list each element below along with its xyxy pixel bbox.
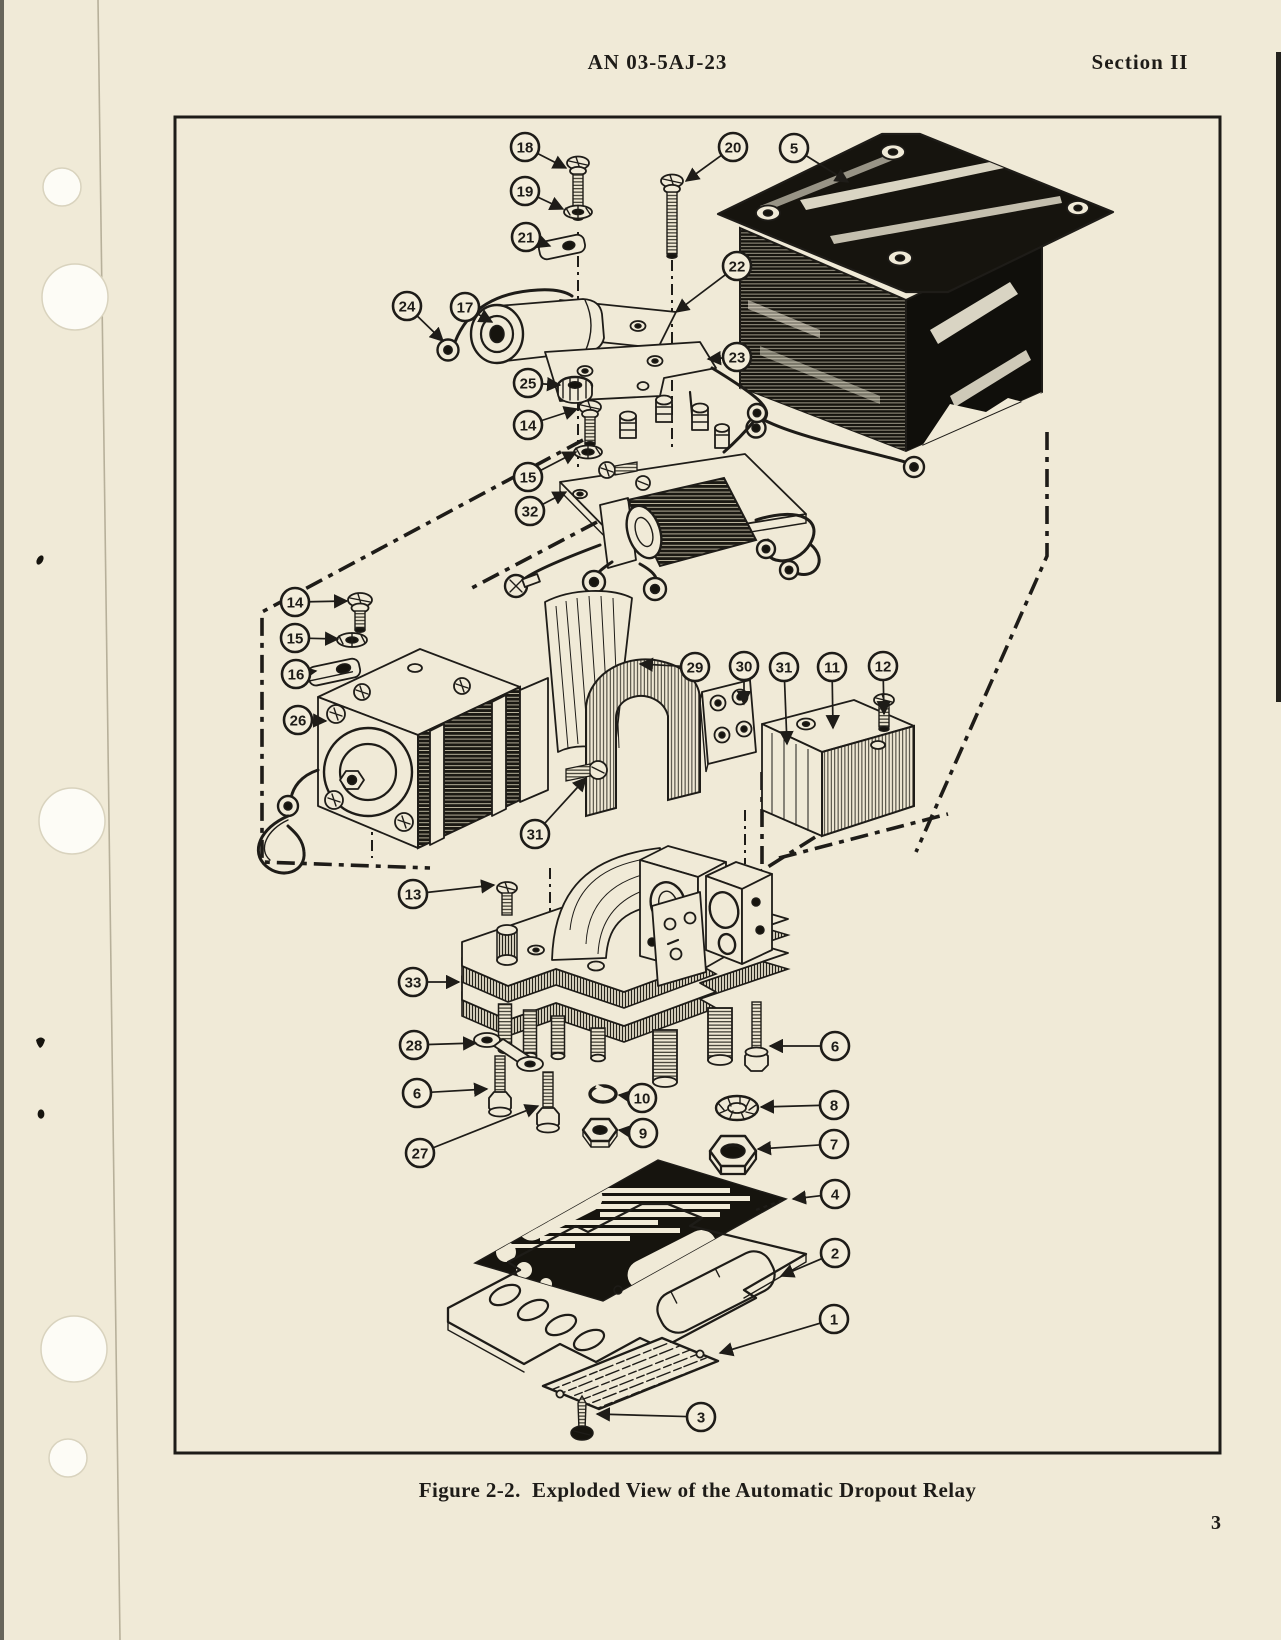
callout-24: 24 xyxy=(391,290,445,343)
bracket-art xyxy=(761,693,915,838)
svg-text:8: 8 xyxy=(830,1098,838,1115)
callout-5: 5 xyxy=(778,132,850,183)
svg-text:1: 1 xyxy=(830,1312,838,1329)
svg-text:5: 5 xyxy=(790,141,798,158)
ink-specks xyxy=(36,555,45,1119)
svg-text:4: 4 xyxy=(831,1187,840,1204)
callout-23: 23 xyxy=(706,341,753,373)
svg-text:3: 3 xyxy=(697,1410,705,1427)
transformer-cover-art xyxy=(716,132,1115,470)
section-title: Section II xyxy=(1091,50,1189,74)
callout-10: 10 xyxy=(617,1082,658,1114)
svg-text:25: 25 xyxy=(520,376,537,393)
callout-31: 31 xyxy=(519,776,587,850)
doc-number: AN 03-5AJ-23 xyxy=(587,50,728,74)
nameplate-art xyxy=(541,1336,720,1441)
relay-base-art xyxy=(461,845,791,1088)
svg-text:12: 12 xyxy=(875,659,892,676)
svg-text:14: 14 xyxy=(520,418,537,435)
callout-9: 9 xyxy=(617,1117,659,1149)
callout-30: 30 xyxy=(728,650,760,706)
callout-3: 3 xyxy=(595,1401,717,1433)
svg-text:30: 30 xyxy=(736,659,753,676)
callout-25: 25 xyxy=(512,367,562,399)
page-number: 3 xyxy=(1211,1512,1221,1534)
svg-text:29: 29 xyxy=(687,660,704,677)
callout-2: 2 xyxy=(779,1237,851,1278)
callout-18: 18 xyxy=(509,131,568,169)
callout-14: 14 xyxy=(512,406,579,441)
top-screws-art xyxy=(538,155,684,261)
callout-11: 11 xyxy=(816,651,848,730)
svg-text:18: 18 xyxy=(517,140,534,157)
svg-text:6: 6 xyxy=(831,1039,839,1056)
svg-text:23: 23 xyxy=(729,350,746,367)
motor-unit-art xyxy=(256,648,549,875)
svg-text:7: 7 xyxy=(830,1137,838,1154)
callout-14: 14 xyxy=(279,586,349,618)
callout-21: 21 xyxy=(510,221,552,253)
callout-22: 22 xyxy=(674,250,753,313)
figure-frame xyxy=(173,115,1222,1455)
svg-text:10: 10 xyxy=(634,1091,651,1108)
figure-caption: Figure 2-2. Exploded View of the Automat… xyxy=(418,1478,977,1502)
callout-13: 13 xyxy=(397,878,496,910)
svg-text:28: 28 xyxy=(406,1038,423,1055)
callout-15: 15 xyxy=(512,451,578,493)
left-hardware-art xyxy=(307,592,373,687)
svg-text:31: 31 xyxy=(527,827,544,844)
svg-text:15: 15 xyxy=(520,470,537,487)
coil-insulator-art xyxy=(544,590,701,818)
svg-text:26: 26 xyxy=(290,713,307,730)
svg-text:33: 33 xyxy=(405,975,422,992)
callout-6: 6 xyxy=(768,1030,851,1062)
svg-text:11: 11 xyxy=(824,660,840,677)
svg-text:2: 2 xyxy=(831,1246,839,1263)
callout-8: 8 xyxy=(759,1089,850,1121)
callout-32: 32 xyxy=(514,491,568,527)
callout-16: 16 xyxy=(280,658,318,690)
svg-text:19: 19 xyxy=(517,184,534,201)
callout-20: 20 xyxy=(684,131,749,182)
svg-text:16: 16 xyxy=(288,667,305,684)
callout-17: 17 xyxy=(449,291,494,323)
terminal-board-art xyxy=(503,394,821,602)
callout-28: 28 xyxy=(398,1029,478,1061)
svg-text:13: 13 xyxy=(405,887,422,904)
callout-31: 31 xyxy=(768,651,800,746)
callout-33: 33 xyxy=(397,966,461,998)
svg-text:14: 14 xyxy=(287,595,304,612)
svg-text:32: 32 xyxy=(522,504,539,521)
callout-29: 29 xyxy=(638,651,711,683)
callout-6: 6 xyxy=(401,1077,489,1109)
svg-text:6: 6 xyxy=(413,1086,421,1103)
svg-text:17: 17 xyxy=(457,300,474,317)
callout-12: 12 xyxy=(867,650,899,716)
callout-15: 15 xyxy=(279,622,340,654)
lower-right-hardware-art xyxy=(708,1094,760,1176)
callout-19: 19 xyxy=(509,175,565,210)
svg-text:31: 31 xyxy=(776,660,793,677)
svg-text:21: 21 xyxy=(518,230,535,247)
svg-text:24: 24 xyxy=(399,299,416,316)
callout-7: 7 xyxy=(756,1128,850,1160)
callout-4: 4 xyxy=(791,1178,851,1210)
callout-26: 26 xyxy=(282,704,328,736)
svg-text:20: 20 xyxy=(725,140,742,157)
callout-27: 27 xyxy=(404,1104,540,1169)
svg-text:9: 9 xyxy=(639,1126,647,1143)
svg-text:15: 15 xyxy=(287,631,304,648)
terminal-posts xyxy=(619,394,730,449)
punch-holes xyxy=(38,167,109,1478)
gasket-art xyxy=(473,1159,788,1302)
callout-1: 1 xyxy=(718,1303,850,1357)
svg-text:27: 27 xyxy=(412,1146,429,1163)
svg-text:22: 22 xyxy=(729,259,746,276)
lower-left-hardware-art xyxy=(473,1032,619,1148)
flange-holes xyxy=(755,143,1090,267)
